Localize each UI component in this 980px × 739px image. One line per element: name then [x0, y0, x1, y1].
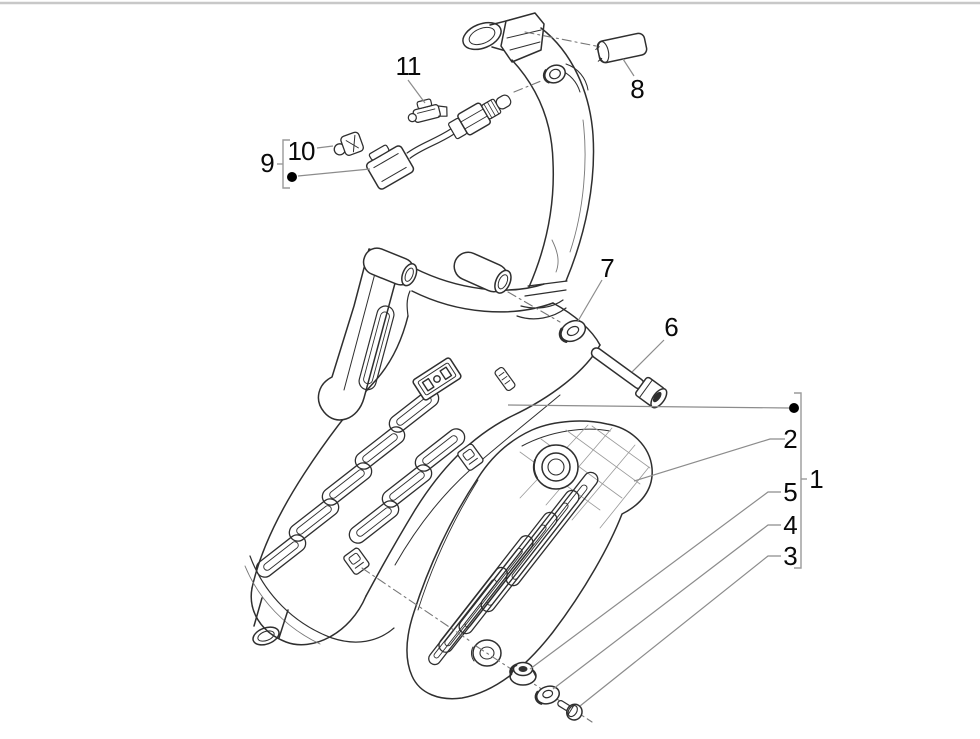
- marker-dot-sensor: [287, 172, 297, 182]
- bracket-bushing-right: [453, 251, 512, 294]
- lambda-sensor: [365, 94, 512, 190]
- mounting-bracket: [317, 247, 512, 421]
- sensor-cable-connector: [365, 144, 415, 190]
- callout-6[interactable]: 6: [664, 312, 679, 342]
- callout-bracket-group-1: [794, 392, 807, 569]
- oxygen-sensor-boss: [542, 64, 566, 84]
- leader-lines: [297, 58, 790, 707]
- callout-5[interactable]: 5: [783, 477, 798, 507]
- fastener-clip: [333, 131, 364, 156]
- cap-sleeve: [595, 32, 648, 64]
- side-vent: [494, 366, 516, 392]
- muffler-data-plate: [412, 357, 462, 401]
- shield-hole-top: [532, 444, 579, 490]
- pipe-inlet-flange: [462, 12, 545, 63]
- cable-clamp: [407, 98, 448, 123]
- screw: [557, 700, 583, 721]
- callout-4[interactable]: 4: [783, 510, 798, 540]
- spacer-grommet: [509, 661, 537, 686]
- bracket-bushing-left: [362, 247, 418, 287]
- tail-pipe-tip: [252, 597, 289, 646]
- muffler-vents: [255, 389, 466, 578]
- exhaust-pipe: [406, 12, 601, 346]
- callout-3[interactable]: 3: [783, 541, 798, 571]
- shield-mount-tab-upper: [457, 443, 484, 471]
- callout-bracket-group-9: [277, 139, 290, 189]
- callout-8[interactable]: 8: [630, 74, 645, 104]
- callout-2[interactable]: 2: [783, 424, 798, 454]
- callout-7[interactable]: 7: [600, 253, 615, 283]
- washer-lower: [534, 685, 560, 705]
- callout-10[interactable]: 10: [287, 136, 316, 166]
- socket-bolt: [590, 347, 668, 409]
- shield-ribs: [428, 471, 599, 666]
- callout-1[interactable]: 1: [809, 464, 824, 494]
- callout-11[interactable]: 11: [395, 51, 422, 81]
- heat-shield: [406, 420, 653, 700]
- marker-dot-assembly: [789, 403, 799, 413]
- muffler-body: [244, 315, 601, 646]
- shield-mount-tab-lower: [343, 547, 370, 575]
- callout-9[interactable]: 9: [260, 148, 275, 178]
- washer-upper: [558, 319, 587, 343]
